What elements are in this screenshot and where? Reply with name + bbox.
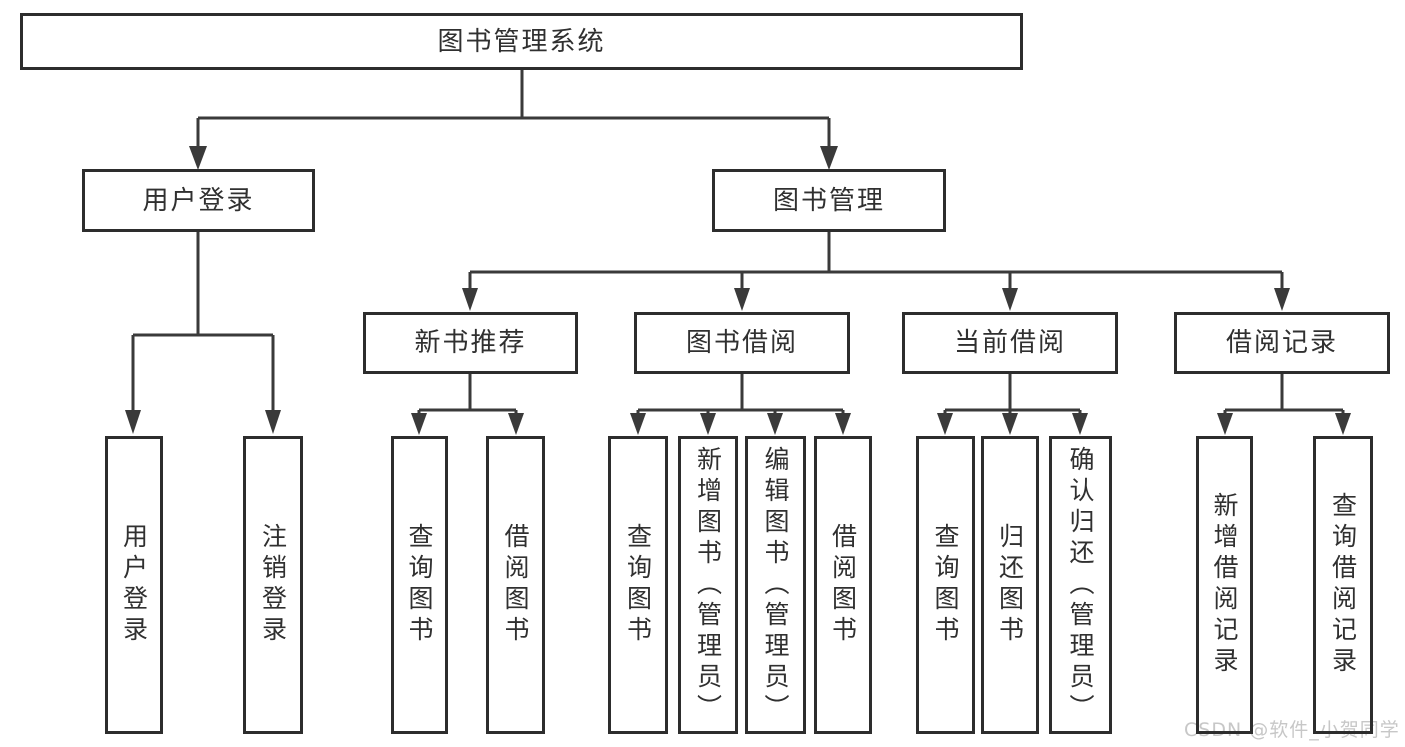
leaf-borrow-books-recommend: 借阅图书 (486, 436, 545, 734)
node-book-borrow: 图书借阅 (634, 312, 850, 374)
leaf-query-borrow-record: 查询借阅记录 (1313, 436, 1373, 734)
leaf-add-books-admin: 新增图书（管理员） (678, 436, 738, 734)
node-borrow-records: 借阅记录 (1174, 312, 1390, 374)
leaf-query-books-current: 查询图书 (916, 436, 975, 734)
leaf-user-login: 用户登录 (105, 436, 163, 734)
leaf-return-books: 归还图书 (981, 436, 1039, 734)
leaf-confirm-return-admin: 确认归还（管理员） (1049, 436, 1112, 734)
leaf-add-borrow-record: 新增借阅记录 (1196, 436, 1253, 734)
node-user-login: 用户登录 (82, 169, 315, 232)
leaf-query-books-borrow: 查询图书 (608, 436, 668, 734)
csdn-watermark: CSDN @软件_小贺同学 (1184, 719, 1400, 741)
node-book-management: 图书管理 (712, 169, 946, 232)
leaf-borrow-books: 借阅图书 (814, 436, 872, 734)
leaf-query-books-recommend: 查询图书 (391, 436, 448, 734)
leaf-edit-books-admin: 编辑图书（管理员） (745, 436, 806, 734)
node-root-library-system: 图书管理系统 (20, 13, 1023, 70)
leaf-logout: 注销登录 (243, 436, 303, 734)
node-current-borrow: 当前借阅 (902, 312, 1118, 374)
node-new-book-recommend: 新书推荐 (363, 312, 578, 374)
